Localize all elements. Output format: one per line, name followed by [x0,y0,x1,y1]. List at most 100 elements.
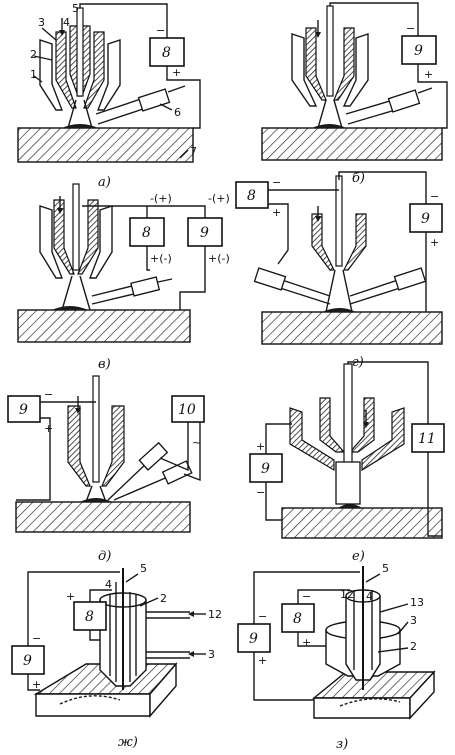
box-label: 8 [247,188,256,204]
panel-a: 8 − + 1 2 3 5 4 6 7 a) [17,2,201,190]
panel-e: 11 9 + − е) [249,361,445,564]
nozzle-tip [335,461,361,505]
filler-torch [387,89,421,113]
box-label: 9 [421,211,430,227]
callout-4: 4 [105,578,112,591]
box-label: 9 [414,43,423,59]
caption-z: з) [336,737,348,752]
callout-5: 5 [140,562,147,575]
power-source-8 [129,217,165,247]
middle-nozzle-right [83,31,105,109]
minus-sign: − [406,22,415,35]
minus-sign: − [32,632,41,645]
caption-zh: ж) [118,735,138,750]
polarity-label: +(-) [150,252,172,265]
minus-sign: − [430,190,439,203]
minus-sign: − [302,590,311,603]
electrode [326,5,334,97]
plus-sign: + [32,678,41,691]
minus-sign: − [258,610,267,623]
callout-4: 4 [63,16,70,29]
callout-3: 3 [38,16,45,29]
outer-nozzle-right [342,33,369,107]
minus-sign: − [44,388,53,401]
box-label: 9 [23,653,32,669]
filler-torch [130,276,161,297]
callout-7: 7 [190,145,197,158]
callout-5: 5 [72,2,79,15]
callout-1: 1 [30,68,37,81]
workpiece-plate [17,127,194,163]
callout-4: 4 [366,590,373,603]
wire-bottom [166,66,201,129]
outer-nozzle-left [39,39,64,111]
plus-sign: + [256,440,265,453]
plus-sign: + [172,66,181,79]
callout-3: 3 [410,614,417,627]
workpiece-plate [261,311,443,345]
power-source-9 [187,217,223,247]
filler-torch-right [393,267,427,291]
caption-v: в) [98,357,111,372]
panel-b: 9 − + б) [261,2,448,186]
box-label: 9 [261,461,270,477]
callout-2: 2 [30,48,37,61]
power-source-9 [401,35,437,65]
filler-torch-2 [161,460,193,485]
outer-nozzle-left [291,33,318,107]
box-label: 9 [249,631,258,647]
workpiece-plate [261,127,443,161]
minus-sign: − [256,486,265,499]
panel-g: 8 − + 9 − + г) [235,171,443,370]
plus-sign: + [44,422,53,435]
polarity-label: -(+) [150,192,172,205]
power-source-9 [409,203,443,233]
power-source-8 [235,181,269,209]
power-source-9 [7,395,41,423]
middle-nozzle-left [55,31,77,109]
panel-zh: 9 − + 8 + 5 4 2 12 3 ж) [11,562,222,750]
callout-2: 2 [160,592,167,605]
polarity-label: +(-) [208,252,230,265]
callout-12: 12 [340,588,354,601]
plasma-arc [317,99,343,129]
electrode [76,7,84,97]
box-label: 8 [162,45,171,61]
electrode [72,183,80,271]
outer-nozzle-right [96,39,121,111]
plus-sign: + [430,236,439,249]
callout-2: 2 [410,640,417,653]
box-label: 8 [142,225,151,241]
plus-sign: + [302,636,311,649]
box-label: 8 [85,609,94,625]
filler-torch-left [253,267,287,291]
box-label: 8 [293,611,302,627]
filler-wire [167,85,186,93]
electrode [92,375,100,483]
wire-top [79,3,168,38]
electrode [343,363,353,465]
weld-pool [312,124,346,128]
caption-a: a) [98,175,111,190]
minus-sign: − [272,176,281,189]
box-label: 9 [19,402,28,418]
callout-12: 12 [208,608,222,621]
power-source-11 [411,423,445,453]
panel-d: 9 − + 10 ~ д) [7,375,205,564]
caption-b: б) [352,171,365,186]
plus-sign: + [258,654,267,667]
callout-5: 5 [382,562,389,575]
caption-e: е) [352,549,365,564]
panel-z: 9 − + 8 − + 5 12 4 13 3 2 з) [237,562,436,752]
box-label: 10 [178,402,196,418]
ac-symbol: ~ [192,436,201,449]
workpiece-plate [17,309,191,343]
power-source-8 [149,37,185,67]
power-source-9 [11,645,45,675]
box-label: 9 [200,225,209,241]
callout-3: 3 [208,648,215,661]
workpiece-plate [281,507,443,539]
filler-torch [137,88,171,112]
plasma-arc [85,485,107,503]
